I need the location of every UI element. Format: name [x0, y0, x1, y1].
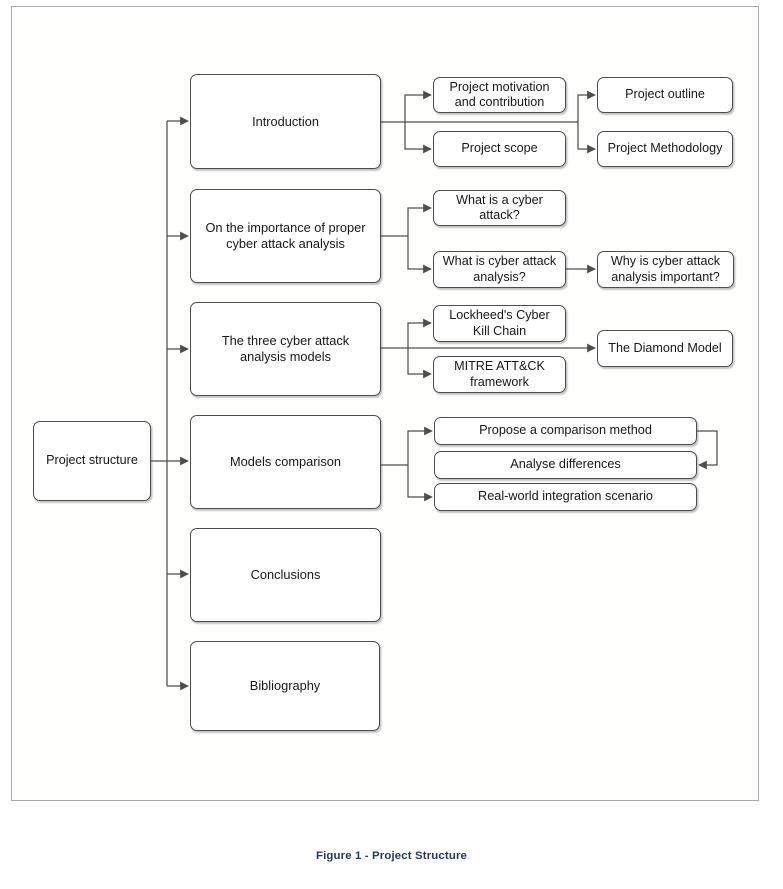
node-label: On the importance of proper cyber attack… [205, 220, 366, 251]
node-label: The three cyber attack analysis models [221, 333, 350, 364]
edge-importance-what-is-analysis [407, 236, 432, 274]
node-propose-comparison-method[interactable]: Propose a comparison method [434, 417, 697, 445]
connector-lines [151, 90, 718, 691]
node-project-scope[interactable]: Project scope [433, 131, 566, 167]
node-real-world-integration-scenario[interactable]: Real-world integration scenario [434, 483, 697, 511]
figure-caption: Figure 1 - Project Structure [315, 850, 468, 862]
node-label: Models comparison [230, 454, 341, 470]
node-why-is-cyber-attack-analysis-important[interactable]: Why is cyber attack analysis important? [597, 251, 734, 288]
node-label: MITRE ATT&CK framework [454, 359, 545, 389]
node-label: Introduction [252, 113, 319, 129]
node-project-motivation[interactable]: Project motivation and contribution [433, 77, 566, 113]
node-what-is-cyber-attack[interactable]: What is a cyber attack? [433, 190, 566, 226]
node-label: Real-world integration scenario [478, 489, 653, 504]
edge-three-models-lockheed [407, 318, 432, 348]
node-label: Project Methodology [607, 141, 723, 156]
edge-spine-project-outline [577, 90, 596, 122]
node-project-structure[interactable]: Project structure [33, 421, 151, 501]
edge-introduction-scope [404, 122, 432, 154]
edge-importance-what-is-attack [407, 203, 432, 236]
node-what-is-cyber-attack-analysis[interactable]: What is cyber attack analysis? [433, 251, 566, 288]
node-label: Project motivation and contribution [449, 79, 550, 109]
node-bibliography[interactable]: Bibliography [190, 641, 380, 731]
node-label: Conclusions [250, 567, 321, 583]
node-models-comparison[interactable]: Models comparison [190, 415, 381, 509]
edge-introduction-motivation [404, 90, 432, 122]
node-analyse-differences[interactable]: Analyse differences [434, 451, 697, 479]
node-lockheed-kill-chain[interactable]: Lockheed's Cyber Kill Chain [433, 305, 566, 342]
node-label: Propose a comparison method [479, 423, 652, 438]
node-label: What is cyber attack analysis? [442, 254, 557, 284]
node-diamond-model[interactable]: The Diamond Model [597, 330, 733, 367]
flowchart-diagram: Project structure Introduction On the im… [33, 74, 734, 731]
node-label: Bibliography [249, 678, 321, 694]
edge-comparison-realworld [407, 465, 433, 502]
edge-propose-analyse-loop [697, 430, 718, 470]
node-importance-analysis[interactable]: On the importance of proper cyber attack… [190, 189, 381, 283]
node-conclusions[interactable]: Conclusions [190, 528, 381, 622]
edge-spine-project-methodology [577, 122, 596, 154]
node-label: Lockheed's Cyber Kill Chain [449, 308, 550, 338]
node-label: Analyse differences [510, 457, 621, 472]
node-label: Project outline [625, 87, 705, 102]
node-label: Why is cyber attack analysis important? [610, 254, 721, 284]
node-label: The Diamond Model [608, 340, 722, 355]
node-project-outline[interactable]: Project outline [597, 77, 733, 113]
node-mitre-attack-framework[interactable]: MITRE ATT&CK framework [433, 356, 566, 393]
node-label: What is a cyber attack? [456, 192, 543, 222]
node-three-models[interactable]: The three cyber attack analysis models [190, 302, 381, 396]
node-label: Project structure [46, 453, 138, 468]
edge-three-models-mitre [407, 348, 432, 379]
edge-comparison-propose [407, 426, 433, 465]
node-introduction[interactable]: Introduction [190, 74, 381, 169]
node-label: Project scope [461, 141, 538, 156]
node-project-methodology[interactable]: Project Methodology [597, 131, 733, 167]
